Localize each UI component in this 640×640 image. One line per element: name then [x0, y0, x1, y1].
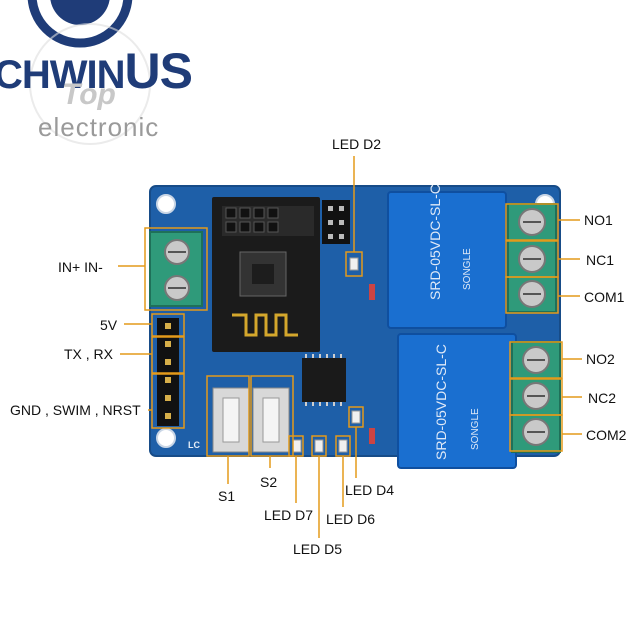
label-in-pins: IN+ IN-	[58, 259, 103, 275]
mcu-chip	[302, 354, 346, 406]
label-led-d7: LED D7	[264, 507, 314, 523]
label-tx-rx: TX , RX	[64, 346, 114, 362]
brand-watermark: Top	[62, 78, 116, 111]
svg-text:SRD-05VDC-SL-C: SRD-05VDC-SL-C	[433, 344, 449, 460]
esp01-wifi-module	[212, 197, 320, 352]
brand-name-prefix: CHWIN	[0, 53, 126, 97]
relay-1: SRD-05VDC-SL-C SONGLE	[387, 184, 507, 329]
svg-text:SRD-05VDC-SL-C: SRD-05VDC-SL-C	[427, 184, 443, 300]
label-led-d2: LED D2	[332, 136, 382, 152]
label-nc2: NC2	[588, 390, 617, 406]
svg-text:SONGLE: SONGLE	[470, 408, 481, 450]
label-s2: S2	[260, 474, 278, 490]
label-no2: NO2	[586, 351, 615, 367]
brand-name: CHWINUS	[0, 42, 193, 100]
label-s1: S1	[218, 488, 236, 504]
label-com1: COM1	[584, 289, 625, 305]
label-no1: NO1	[584, 212, 613, 228]
push-button-s2	[252, 387, 290, 453]
brand-name-suffix: US	[124, 43, 193, 99]
relay-2: SRD-05VDC-SL-C SONGLE	[397, 333, 517, 469]
input-screw-terminal	[149, 231, 203, 307]
svg-text:SONGLE: SONGLE	[462, 248, 473, 290]
callout-boxes	[144, 203, 563, 457]
screw-terminals-relay-1	[507, 203, 557, 313]
label-nc1: NC1	[586, 252, 615, 268]
label-com2: COM2	[586, 427, 627, 443]
callout-lines	[118, 156, 582, 538]
pin-header-left	[157, 318, 179, 426]
svg-text:LC: LC	[188, 440, 200, 450]
label-gnd-swim-nrst: GND , SWIM , NRST	[10, 402, 141, 418]
label-led-d6: LED D6	[326, 511, 376, 527]
jumper-header	[322, 200, 350, 244]
smd-leds	[292, 257, 375, 453]
brand-tagline: electronic	[38, 112, 160, 142]
label-5v: 5V	[100, 317, 118, 333]
label-led-d5: LED D5	[293, 541, 343, 557]
screw-terminals-relay-2	[511, 341, 561, 453]
brand-logo-emblem	[27, 0, 151, 145]
push-button-s1	[212, 387, 250, 453]
label-led-d4: LED D4	[345, 482, 395, 498]
